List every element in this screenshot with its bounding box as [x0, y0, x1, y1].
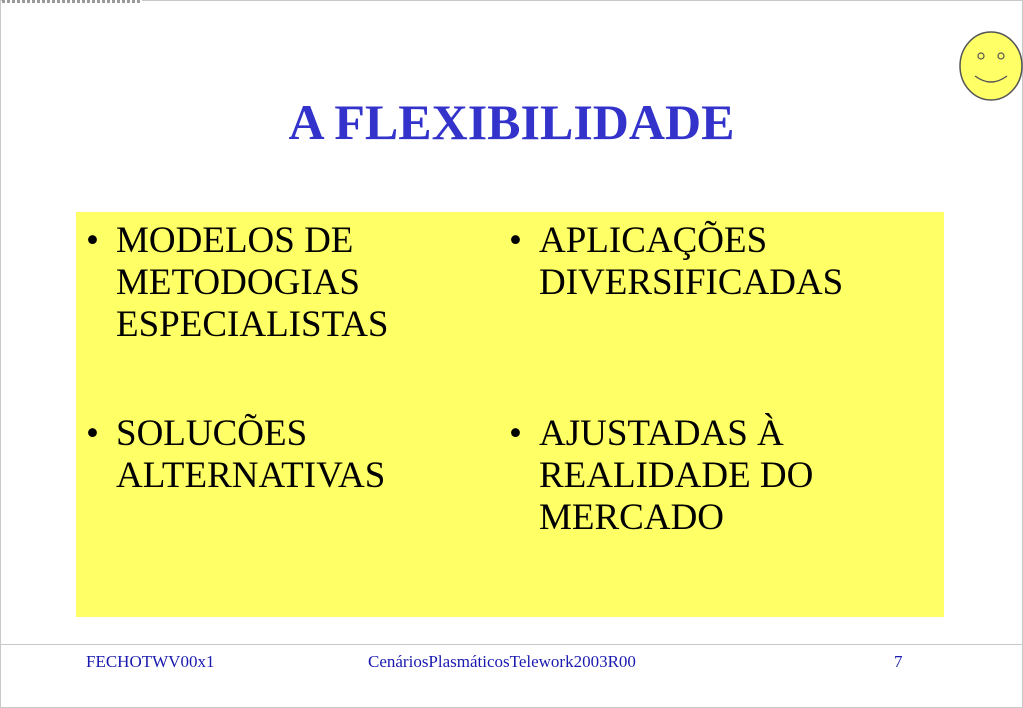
bullet-text: APLICAÇÕES DIVERSIFICADAS — [539, 220, 844, 303]
footer-document-code: FECHOTWV00x1 — [86, 652, 215, 671]
bullet-item: • MODELOS DE METODOGIAS ESPECIALISTAS — [86, 220, 516, 346]
bullet-dot: • — [86, 413, 99, 454]
bullet-item: • AJUSTADAS À REALIDADE DO MERCADO — [509, 413, 969, 539]
footer-divider — [0, 644, 1023, 645]
bullet-text: SOLUCÕES ALTERNATIVAS — [116, 413, 386, 496]
bullet-item: • APLICAÇÕES DIVERSIFICADAS — [509, 220, 969, 304]
footer-document-name: CenáriosPlasmáticosTelework2003R00 — [368, 652, 636, 671]
bullet-dot: • — [509, 413, 522, 454]
footer-page-number: 7 — [894, 652, 903, 671]
bullet-item: • SOLUCÕES ALTERNATIVAS — [86, 413, 516, 497]
bullet-text: AJUSTADAS À REALIDADE DO MERCADO — [539, 413, 814, 538]
bullet-dot: • — [509, 220, 522, 261]
bullet-text: MODELOS DE METODOGIAS ESPECIALISTAS — [116, 220, 389, 345]
content-box — [76, 212, 944, 617]
bullet-dot: • — [86, 220, 99, 261]
header-noise — [2, 0, 142, 3]
slide-title: A FLEXIBILIDADE — [288, 94, 735, 150]
smiley-icon — [959, 31, 1023, 101]
